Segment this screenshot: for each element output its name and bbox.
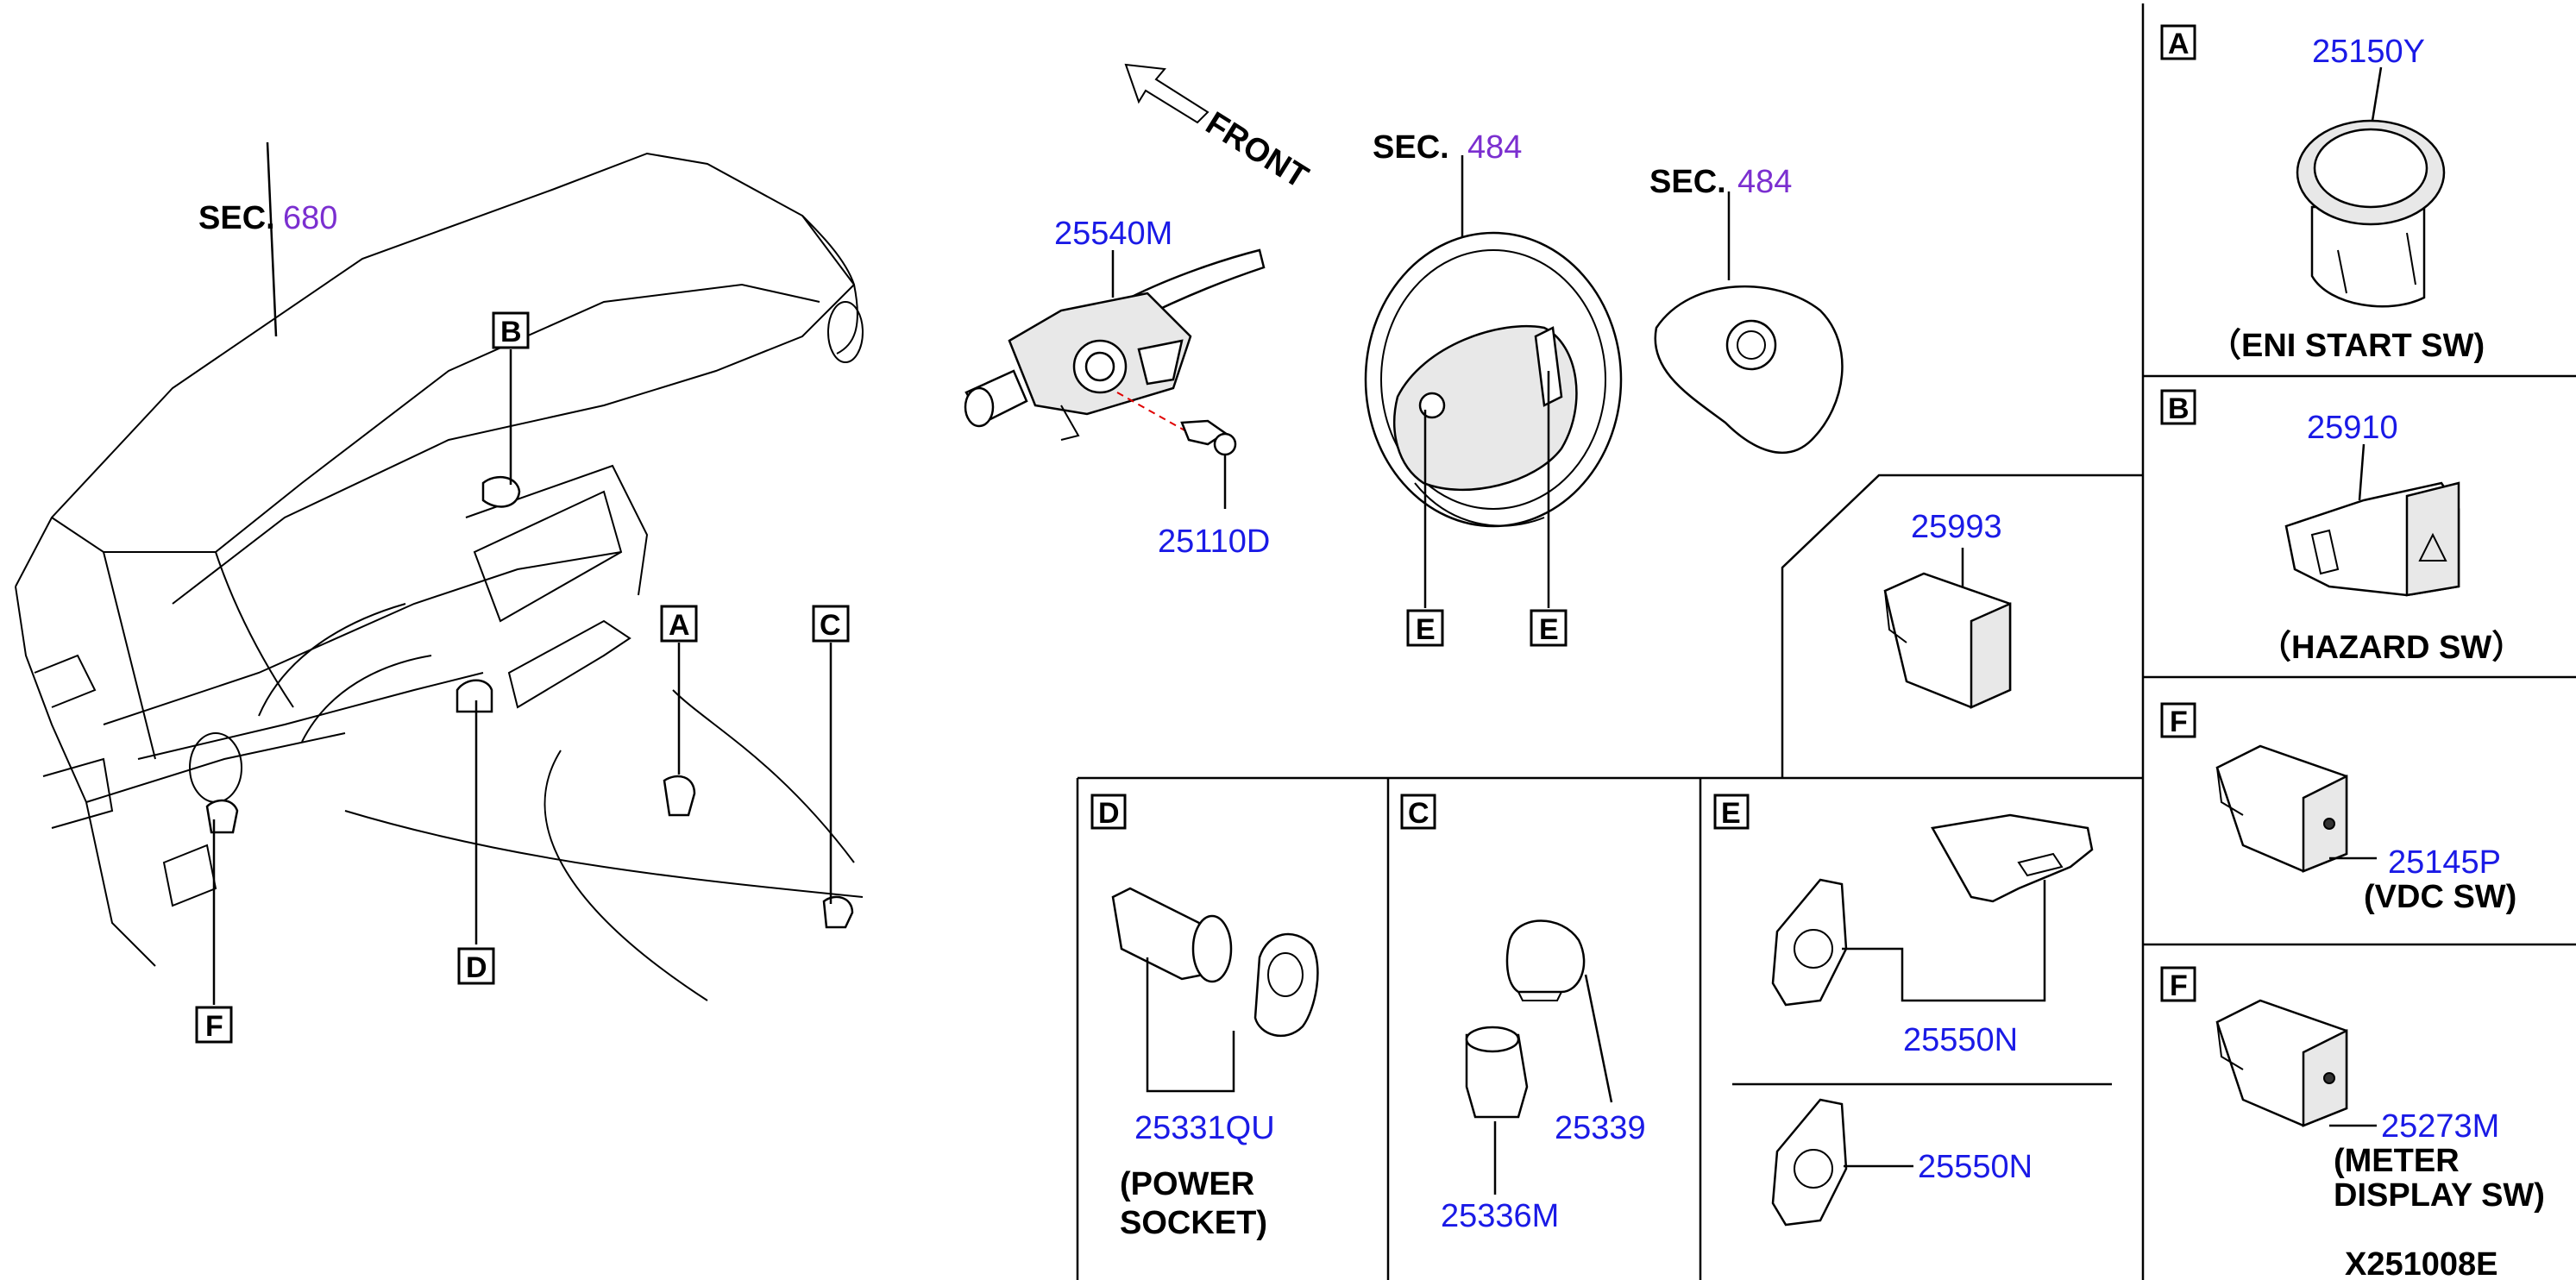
front-arrow-icon (1124, 63, 1209, 124)
steering-switch-illustration (1771, 813, 2094, 1227)
callout-b-panel-label: B (2168, 392, 2190, 425)
sec-wheel-number: 484 (1467, 129, 1522, 166)
part-25150y[interactable]: 25150Y (2312, 34, 2425, 70)
caption-vdc: (VDC SW) (2364, 879, 2516, 915)
part-25540m[interactable]: 25540M (1054, 216, 1172, 252)
drawing-id: X251008E (2345, 1246, 2498, 1280)
sec-airbag-number: 484 (1737, 164, 1792, 200)
callout-f-label: F (205, 1010, 223, 1043)
callout-b-panel: B (2160, 389, 2196, 425)
callout-e-wheel-right: E (1530, 609, 1568, 647)
meter-display-switch-illustration (2215, 999, 2377, 1127)
combination-switch-illustration (964, 248, 1266, 509)
callout-e-label: E (1416, 613, 1436, 646)
callout-e-label: E (1539, 613, 1559, 646)
part-25339[interactable]: 25339 (1555, 1110, 1646, 1146)
callout-f-panel-meter: F (2160, 966, 2196, 1002)
caption-hazard: （HAZARD SW） (2259, 630, 2524, 666)
vdc-switch-illustration (2215, 744, 2377, 873)
callout-d-label: D (466, 951, 487, 984)
callout-f-panel-label: F (2170, 969, 2188, 1002)
sec-dash-label: SEC. (198, 200, 275, 236)
airbag-module-illustration (1654, 191, 1844, 455)
dashboard-illustration (15, 141, 864, 1005)
socket-cap-illustration (1465, 919, 1613, 1195)
part-25110d[interactable]: 25110D (1158, 524, 1270, 560)
sec-dash-number: 680 (283, 200, 337, 236)
callout-a-label: A (669, 609, 690, 642)
callout-f-panel-vdc: F (2160, 702, 2196, 738)
sec-airbag-label: SEC. (1649, 164, 1726, 200)
part-25550n-a[interactable]: 25550N (1903, 1022, 2018, 1058)
callout-a-dash: A (660, 605, 698, 643)
callout-d-panel-label: D (1098, 797, 1120, 830)
part-25331qu[interactable]: 25331QU (1134, 1110, 1275, 1146)
panel-grid (1076, 3, 2576, 1280)
callout-b-label: B (500, 316, 522, 348)
callout-c-panel-label: C (1408, 797, 1429, 830)
part-25550n-b[interactable]: 25550N (1918, 1149, 2033, 1185)
caption-meter-line2: DISPLAY SW) (2334, 1177, 2545, 1214)
callout-c-panel: C (1400, 794, 1436, 830)
callout-e-panel-label: E (1721, 797, 1741, 830)
callout-f-dash: F (195, 1006, 233, 1044)
callout-c-dash: C (812, 605, 850, 643)
caption-meter-line1: (METER (2334, 1143, 2460, 1179)
power-socket-illustration (1111, 887, 1319, 1093)
steering-wheel-illustration (1364, 155, 1623, 608)
front-label: FRONT (1199, 105, 1314, 196)
part-25273m[interactable]: 25273M (2381, 1108, 2499, 1145)
callout-d-panel: D (1090, 794, 1127, 830)
callout-a-panel-label: A (2168, 28, 2190, 60)
callout-b-dash: B (492, 311, 530, 349)
part-25993[interactable]: 25993 (1911, 509, 2002, 545)
caption-power-line2: SOCKET) (1120, 1205, 1267, 1241)
eni-start-switch-illustration (2296, 66, 2446, 308)
callout-c-label: C (820, 609, 841, 642)
part-25910[interactable]: 25910 (2307, 410, 2398, 446)
callout-d-dash: D (457, 947, 495, 985)
caption-eni-start: （ENI START SW) (2208, 328, 2485, 364)
part-25336m[interactable]: 25336M (1441, 1198, 1559, 1234)
callout-a-panel: A (2160, 24, 2196, 60)
callout-f-panel-label: F (2170, 706, 2188, 738)
switch-25993-illustration (1883, 548, 2012, 709)
hazard-switch-illustration (2284, 443, 2460, 597)
callout-e-wheel-left: E (1406, 609, 1444, 647)
sec-wheel-label: SEC. (1373, 129, 1449, 166)
callout-e-panel: E (1713, 794, 1750, 830)
part-25145p[interactable]: 25145P (2388, 844, 2501, 881)
caption-power-line1: (POWER (1120, 1166, 1254, 1202)
